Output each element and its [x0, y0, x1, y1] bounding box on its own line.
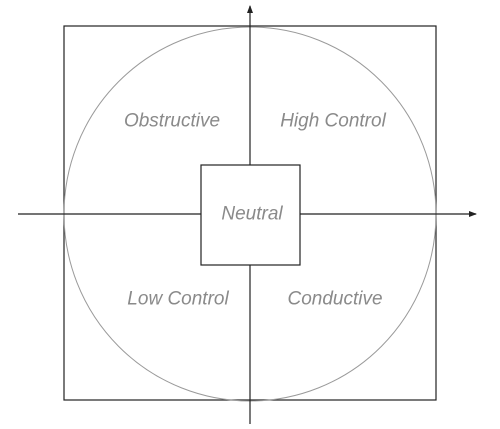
quadrant-label-conductive: Conductive — [287, 288, 383, 310]
center-box — [200, 164, 301, 266]
quadrant-label-obstructive: Obstructive — [123, 110, 221, 132]
quadrant-label-low-control: Low Control — [127, 288, 229, 310]
quadrant-label-high-control: High Control — [280, 110, 386, 132]
center-label-neutral: Neutral — [221, 203, 283, 225]
